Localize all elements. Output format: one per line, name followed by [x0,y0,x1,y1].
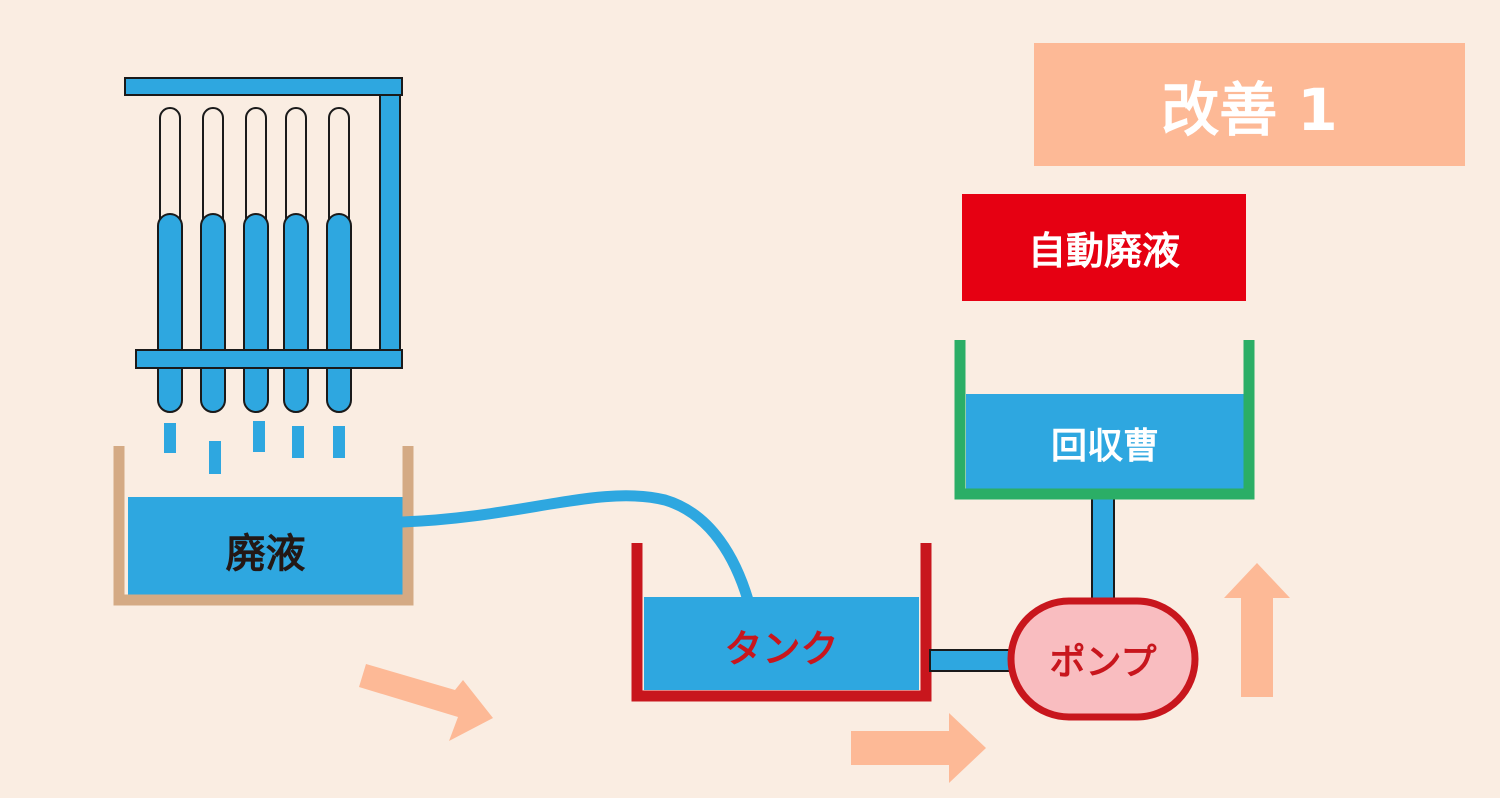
liquid-drop [333,426,345,458]
flow-arrow-diagonal [359,664,493,741]
waste-liquid-body [128,497,403,595]
pipe-tank-to-pump [929,649,1015,672]
rack-side-post [379,94,401,362]
recovery-tank-label: 回収曹 [1050,426,1159,467]
feature-box [962,194,1246,301]
pipe-pump-to-recovery [1091,496,1115,602]
tank-walls [631,543,932,702]
liquid-drops [164,421,345,474]
tank-label: タンク [724,626,839,671]
pump [1007,597,1199,721]
flow-arrow-up [1224,563,1290,697]
flow-arrows [359,563,1290,783]
liquid-drop [253,421,265,452]
recovery-tank [954,340,1255,500]
auto-waste-label: 自動廃液 [1027,229,1180,273]
hose-to-tank [401,490,754,602]
tank [631,543,932,702]
page-title: 改善 1 [1161,75,1338,144]
tank-liquid-body [644,597,919,690]
liquid-drop [164,423,176,453]
waste-liquid-label: 廃液 [225,531,306,577]
recovery-tank-walls [954,340,1255,500]
recovery-liquid-body [966,394,1244,490]
rack-bottom-bar [135,349,403,369]
title-box [1034,43,1465,166]
flow-arrow-right [851,713,986,783]
liquid-drop [292,426,304,458]
pump-label: ポンプ [1049,642,1157,683]
test-tube-rack [124,77,403,413]
liquid-drop [209,441,221,474]
rack-top-bar [124,77,403,96]
